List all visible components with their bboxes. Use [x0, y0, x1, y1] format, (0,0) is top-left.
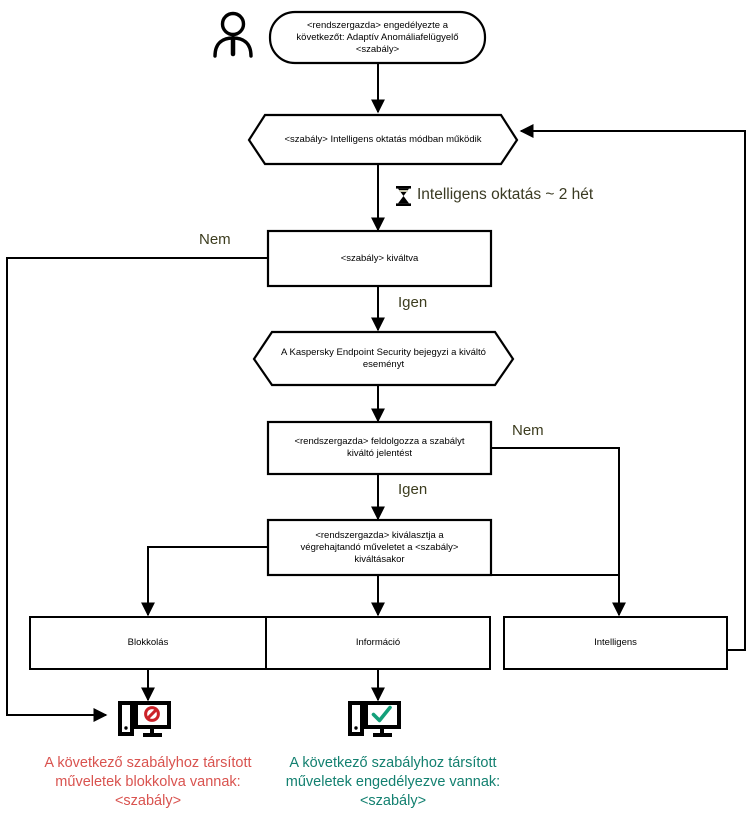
edge-label-rule-triggered-no: Nem	[199, 231, 231, 248]
node-smart-training-shape	[247, 113, 519, 166]
node-process-report-shape	[266, 420, 493, 476]
node-action-block-shape	[29, 616, 267, 670]
node-rule-triggered-shape	[266, 229, 493, 288]
caption-allowed: A következő szabályhoz társított művelet…	[285, 755, 501, 809]
person-icon	[213, 11, 253, 58]
edge-rule-triggered-no	[6, 257, 268, 722]
edge-select-action-to-block	[141, 546, 268, 617]
edge-smart-loop-back	[519, 124, 746, 651]
smart-training-timer-label: Intelligens oktatás ~ 2 hét	[417, 186, 594, 203]
edge-label-process-report-no: Nem	[512, 422, 544, 439]
edge-label-process-report-yes: Igen	[398, 481, 428, 498]
node-start-shape	[268, 10, 487, 65]
edge-process-report-no	[491, 447, 626, 617]
edge-label-rule-triggered-yes: Igen	[398, 294, 428, 311]
caption-blocked: A következő szabályhoz társított művelet…	[44, 755, 252, 809]
hourglass-icon	[396, 186, 411, 206]
node-action-smart-shape	[503, 616, 728, 670]
node-log-event-shape	[252, 330, 515, 387]
node-select-action-shape	[266, 518, 493, 577]
node-action-inform-shape	[265, 616, 491, 670]
monitor-allowed-icon	[348, 701, 401, 737]
monitor-blocked-icon	[118, 701, 171, 737]
